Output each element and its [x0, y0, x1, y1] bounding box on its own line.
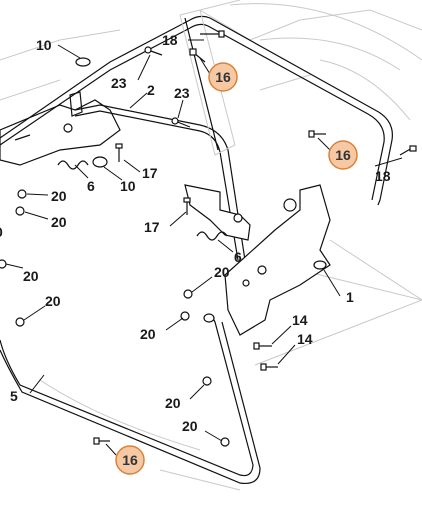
leader-lines [5, 39, 403, 456]
callout-18-top: 18 [162, 32, 178, 48]
callout-23-center: 23 [174, 85, 190, 101]
callout-2: 2 [147, 82, 155, 98]
highlighted-callouts: 16 16 16 [115, 62, 358, 475]
callout-0-edge: 0 [0, 224, 3, 240]
highlight-16-top: 16 [208, 62, 238, 92]
callout-20-h: 20 [182, 418, 198, 434]
callout-20-g: 20 [165, 395, 181, 411]
callout-1: 1 [346, 289, 354, 305]
callout-10-mid: 10 [120, 178, 136, 194]
callout-6-left: 6 [87, 178, 95, 194]
callout-20-f: 20 [140, 326, 156, 342]
highlight-16-right: 16 [328, 140, 358, 170]
side-bracket-plate [224, 184, 331, 336]
callout-5: 5 [10, 388, 18, 404]
callout-20-c: 20 [23, 268, 39, 284]
callout-6-center: 6 [234, 249, 242, 265]
fasteners [0, 30, 417, 447]
handle-frame [0, 15, 393, 485]
callout-20-b: 20 [51, 214, 67, 230]
callout-labels: 10 18 23 2 23 6 10 17 20 20 0 20 20 18 1… [0, 32, 391, 434]
callout-17-center: 17 [144, 219, 160, 235]
left-mounting-plate [0, 91, 121, 166]
svg-text:16: 16 [122, 452, 138, 468]
callout-20-d: 20 [45, 293, 61, 309]
svg-text:16: 16 [335, 147, 351, 163]
callout-20-e: 20 [214, 264, 230, 280]
center-bracket [184, 184, 251, 241]
callout-10-top: 10 [36, 37, 52, 53]
callout-17-left: 17 [142, 165, 158, 181]
callout-23-left: 23 [111, 75, 127, 91]
highlight-16-bottom: 16 [115, 445, 145, 475]
svg-text:16: 16 [215, 69, 231, 85]
callout-18-right: 18 [375, 168, 391, 184]
callout-20-a: 20 [51, 188, 67, 204]
callout-14-b: 14 [297, 331, 313, 347]
background-outline [0, 0, 422, 491]
callout-14-a: 14 [292, 312, 308, 328]
